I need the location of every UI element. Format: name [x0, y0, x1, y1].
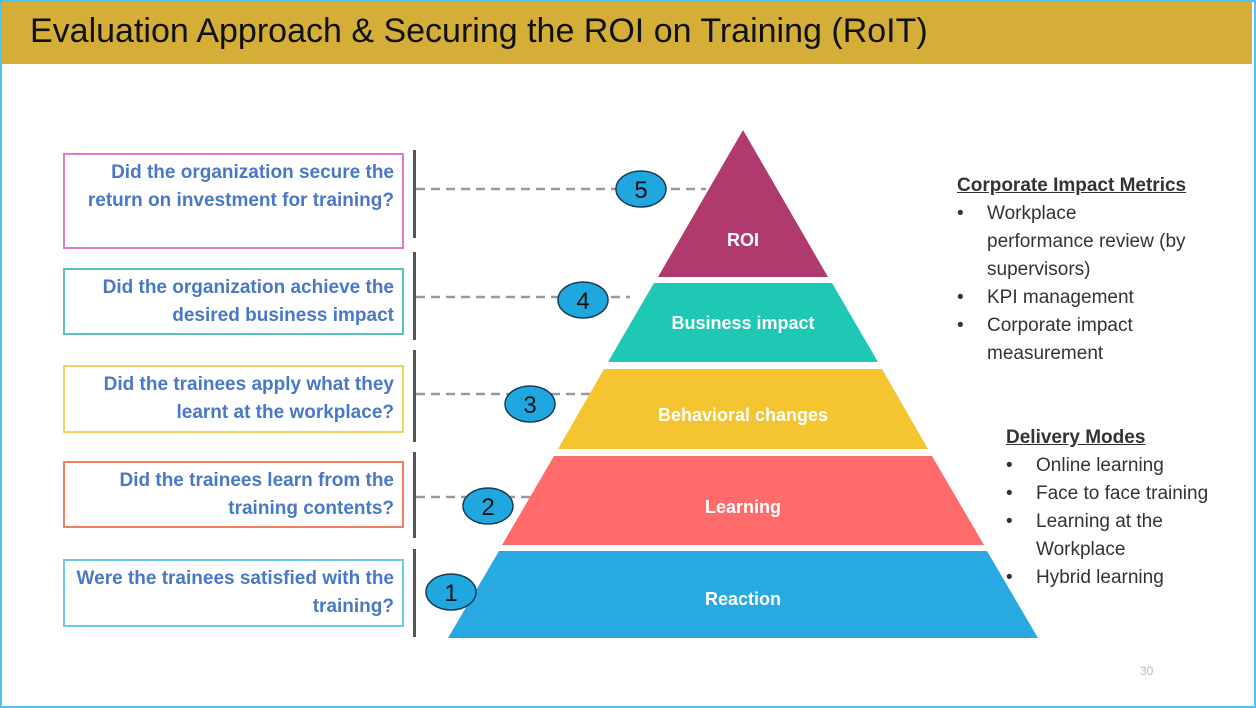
corporate-metrics-panel: Corporate Impact Metrics Workplace perfo… [957, 172, 1217, 368]
question-box-business-impact: Did the organization achieve the desired… [63, 268, 404, 335]
level-number-1: 1 [444, 580, 457, 607]
metric-item: Workplace performance review (by supervi… [957, 200, 1187, 284]
band-label-reaction: Reaction [705, 589, 781, 609]
divider-bar [413, 252, 416, 340]
band-label-learning: Learning [705, 497, 781, 517]
pyramid-band-roi [658, 130, 828, 277]
delivery-item: Hybrid learning [1006, 564, 1246, 592]
delivery-modes-panel: Delivery Modes Online learning Face to f… [1006, 424, 1246, 592]
page-number: 30 [1140, 664, 1154, 678]
level-number-2: 2 [481, 494, 494, 521]
level-number-3: 3 [523, 392, 536, 419]
divider-bar [413, 549, 416, 637]
level-circle-3 [504, 385, 556, 423]
question-box-learning: Did the trainees learn from the training… [63, 461, 404, 528]
slide-title: Evaluation Approach & Securing the ROI o… [30, 12, 928, 50]
pyramid-band-reaction [448, 551, 1038, 638]
corporate-metrics-heading: Corporate Impact Metrics [957, 175, 1187, 196]
level-circle-4 [557, 281, 609, 319]
band-label-business-impact: Business impact [671, 313, 814, 333]
level-number-4: 4 [576, 288, 589, 315]
delivery-modes-heading: Delivery Modes [1006, 427, 1146, 448]
level-circle-2 [462, 487, 514, 525]
pyramid-band-behavioral-changes [558, 369, 928, 449]
title-bar: Evaluation Approach & Securing the ROI o… [2, 2, 1252, 64]
metric-item: Corporate impact measurement [957, 312, 1147, 368]
divider-bar [413, 350, 416, 442]
divider-bar [413, 150, 416, 238]
level-number-5: 5 [634, 177, 647, 204]
band-label-roi: ROI [727, 230, 759, 250]
band-label-behavioral-changes: Behavioral changes [658, 405, 828, 425]
question-box-reaction: Were the trainees satisfied with the tra… [63, 559, 404, 627]
metric-item: KPI management [957, 284, 1217, 312]
delivery-item: Learning at the Workplace [1006, 508, 1186, 564]
pyramid-band-business-impact [608, 283, 878, 362]
delivery-item: Online learning [1006, 452, 1246, 480]
level-circle-5 [615, 170, 667, 208]
divider-bar [413, 452, 416, 538]
pyramid-band-learning [502, 456, 984, 545]
level-circle-1 [425, 573, 477, 611]
delivery-item: Face to face training [1006, 480, 1246, 508]
question-box-behavioral-changes: Did the trainees apply what they learnt … [63, 365, 404, 433]
question-box-roi: Did the organization secure the return o… [63, 153, 404, 249]
